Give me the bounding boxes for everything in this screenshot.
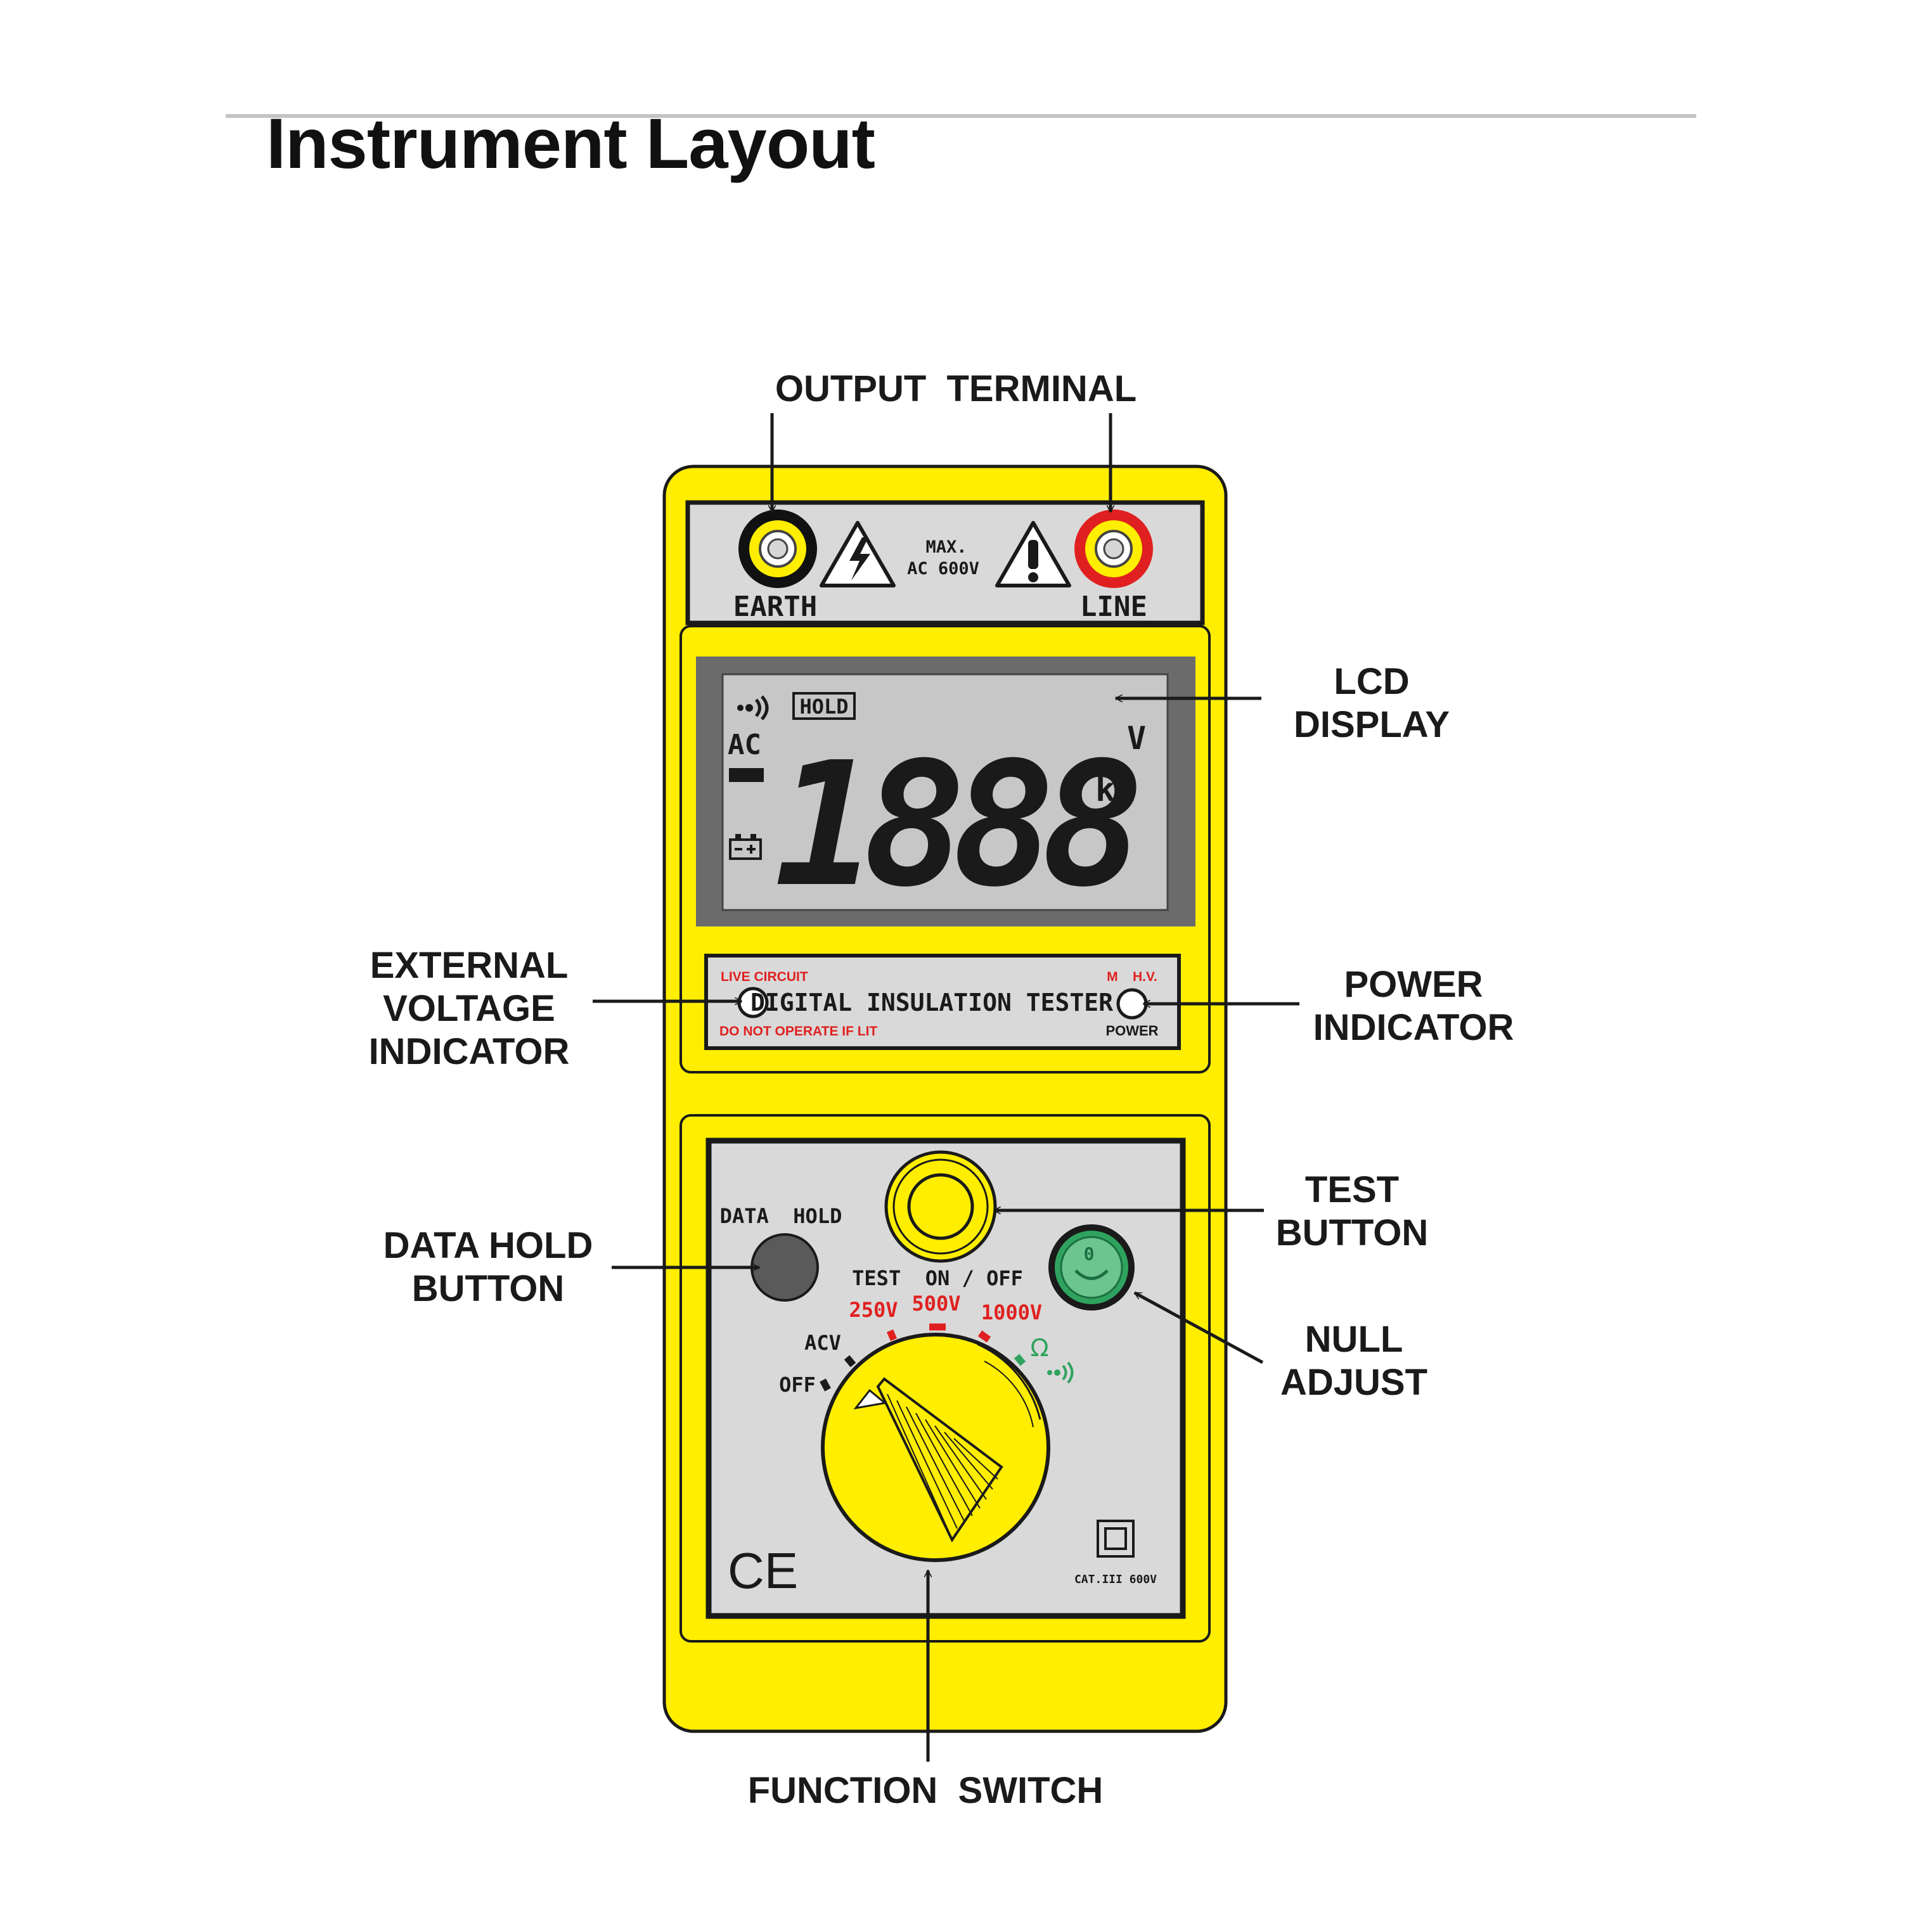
lcd-screen [721, 673, 1169, 911]
mhv-label: M H.V. [1107, 970, 1157, 984]
callout-test-button-line1: TEST [1304, 1169, 1400, 1210]
high-voltage-warning-icon [820, 521, 896, 587]
lcd-ac: AC [728, 729, 761, 761]
power-indicator-lamp [1116, 988, 1148, 1020]
callout-external-voltage-line1: EXTERNAL [370, 945, 569, 986]
test-button[interactable] [884, 1150, 997, 1263]
lcd-unit-v: V [1127, 720, 1146, 757]
line-label: LINE [1080, 591, 1147, 623]
callout-data-hold-button: DATA HOLD BUTTON [361, 1224, 615, 1311]
callout-lcd-display: LCD DISPLAY [1270, 660, 1473, 747]
battery-icon [729, 834, 762, 860]
null-adjust-button[interactable]: 0 [1048, 1224, 1135, 1311]
arrow-null-adjust [1135, 1291, 1264, 1364]
dial-250v: 250V [849, 1298, 898, 1322]
lcd-minus-segment [729, 768, 764, 782]
dial-off: OFF [779, 1373, 816, 1397]
buzzer-icon [737, 695, 769, 721]
callout-data-hold-line1: DATA HOLD [383, 1225, 593, 1266]
test-on-off-label: TEST ON / OFF [852, 1266, 1023, 1290]
dial-tick-marks [820, 1323, 1026, 1392]
callout-null-adjust: NULL ADJUST [1259, 1318, 1449, 1404]
callout-test-button-line2: BUTTON [1275, 1212, 1429, 1253]
callout-null-adjust-line1: NULL [1304, 1319, 1403, 1360]
lcd-hold-box [792, 692, 856, 720]
callout-external-voltage-line2: VOLTAGE [383, 988, 555, 1029]
lcd-digits: 1888 [774, 725, 1138, 925]
caution-warning-icon [995, 521, 1071, 587]
function-switch-knob[interactable] [821, 1333, 1050, 1562]
callout-data-hold-line2: BUTTON [411, 1268, 565, 1309]
dial-500v: 500V [911, 1291, 960, 1316]
product-name: DIGITAL INSULATION TESTER [750, 989, 1113, 1016]
earth-label: EARTH [733, 591, 817, 623]
cat-rating: CAT.III 600V [1074, 1573, 1157, 1586]
max-rating-line1: MAX. [925, 537, 967, 557]
live-circuit-label: LIVE CIRCUIT [721, 970, 808, 984]
callout-external-voltage-indicator: EXTERNAL VOLTAGE INDICATOR [342, 944, 596, 1073]
line-terminal[interactable] [1074, 509, 1153, 588]
callout-function-switch: FUNCTION SWITCH [747, 1770, 1104, 1811]
continuity-buzzer-icon [1047, 1361, 1074, 1384]
callout-power-indicator: POWER INDICATOR [1293, 963, 1534, 1049]
page-title: Instrument Layout [266, 104, 875, 183]
callout-power-indicator-line1: POWER [1344, 964, 1483, 1005]
do-not-operate-label: DO NOT OPERATE IF LIT [719, 1024, 877, 1039]
callout-null-adjust-line2: ADJUST [1280, 1362, 1428, 1403]
ce-mark: CE [728, 1542, 798, 1599]
callout-lcd-display-line1: LCD [1334, 661, 1410, 702]
callout-arrows [593, 413, 1299, 1762]
callout-lcd-display-line2: DISPLAY [1293, 704, 1450, 745]
dial-acv: ACV [804, 1331, 841, 1355]
max-rating-line2: AC 600V [907, 559, 979, 579]
header-rule [226, 114, 1696, 118]
null-zero-mark: 0 [1084, 1243, 1095, 1264]
data-hold-label: DATA HOLD [720, 1204, 842, 1228]
lcd-unit-km: kM [1095, 771, 1135, 809]
power-label: POWER [1105, 1023, 1158, 1039]
double-insulation-icon [1097, 1520, 1135, 1558]
callout-output-terminal: OUTPUT TERMINAL [775, 368, 1137, 409]
data-hold-button[interactable] [750, 1233, 819, 1302]
dial-1000v: 1000V [981, 1300, 1042, 1324]
callout-power-indicator-line2: INDICATOR [1313, 1007, 1514, 1048]
dial-ohm: Ω [1030, 1334, 1048, 1362]
earth-terminal[interactable] [738, 509, 817, 588]
lcd-hold: HOLD [799, 695, 848, 719]
callout-external-voltage-line3: INDICATOR [368, 1031, 570, 1072]
callout-test-button: TEST BUTTON [1260, 1169, 1444, 1255]
